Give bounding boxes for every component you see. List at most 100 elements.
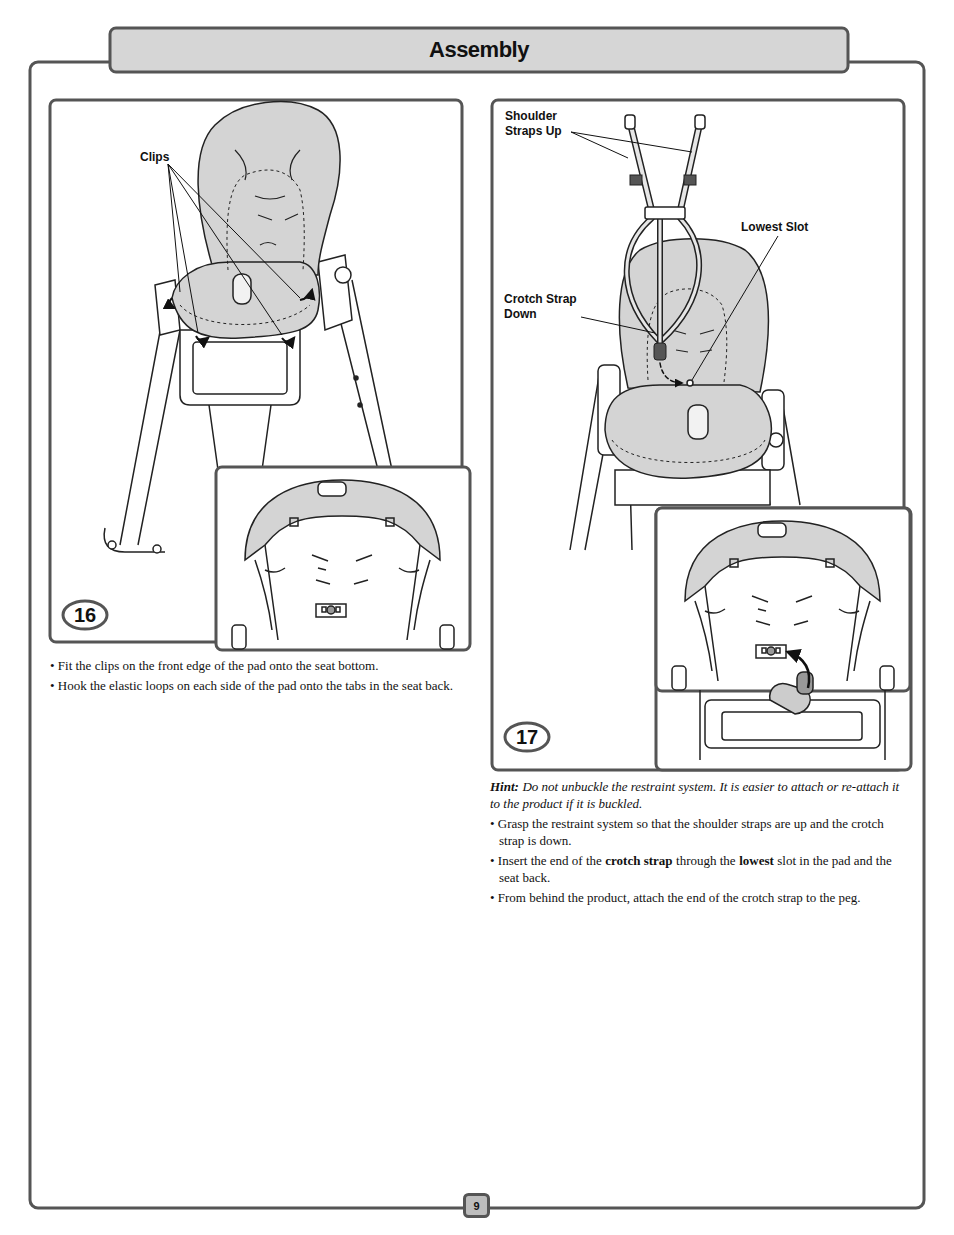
text-block: Hint:Do not unbuckle the restraint syste…: [490, 778, 908, 909]
high-chair: [193, 342, 287, 394]
step-circle: [505, 723, 549, 751]
seat-back-view: [797, 672, 813, 694]
restraint-straps: [630, 122, 700, 212]
part-label: Lowest Slot: [741, 220, 808, 234]
text-block: Lowest Slot: [741, 220, 841, 238]
high-chair: [104, 528, 165, 552]
seat-pad: [672, 330, 714, 352]
title-banner: [110, 28, 848, 72]
seat-back-view: [216, 467, 470, 650]
seat-back-view: [255, 560, 430, 630]
seat-pad: [235, 150, 300, 245]
paragraph: • Insert the end of thecrotch strap throu…: [490, 852, 908, 886]
paragraph: Crotch Strap Down: [504, 292, 580, 322]
clip-arrow: [300, 290, 312, 300]
seat-pad: [172, 262, 319, 338]
instruction-text: • Grasp the restraint system so that the…: [490, 816, 884, 848]
seat-back-view: [440, 625, 454, 649]
seat-back-view: [656, 508, 911, 770]
text-block: • Fit the clips on the front edge of the…: [50, 657, 462, 697]
restraint-straps: [630, 122, 700, 212]
instruction-text: • Insert the end of the: [490, 853, 602, 868]
seat-back-view: [216, 467, 470, 650]
restraint-straps: [625, 115, 635, 129]
page-frame: [30, 62, 924, 1208]
leader-line: [168, 164, 300, 335]
high-chair: [358, 403, 362, 407]
restraint-straps: [660, 363, 682, 383]
title-banner: [110, 28, 848, 72]
page-frame: [30, 62, 924, 1208]
page-number-box: [465, 1195, 489, 1217]
paragraph: Clips: [140, 150, 210, 165]
restraint-straps: [659, 218, 662, 345]
seat-back-view: [318, 482, 346, 496]
seat-back-view: [232, 625, 246, 649]
seat-back-view: [336, 607, 340, 612]
seat-back-view: [722, 712, 862, 740]
instruction-text: • From behind the product, attach the en…: [490, 890, 861, 905]
restraint-straps: [695, 115, 705, 129]
seat-back-view: [654, 508, 914, 770]
page-number: 9: [463, 1193, 490, 1218]
seat-back-view: [265, 545, 420, 640]
text-block: Crotch Strap Down: [504, 292, 580, 325]
hint-label: Hint:: [490, 779, 519, 794]
instruction-text: crotch strap: [605, 853, 672, 868]
seat-back-view: [700, 672, 885, 760]
leader-line: [571, 132, 778, 380]
leader-line: [571, 132, 778, 380]
part-label: Crotch Strap Down: [504, 292, 577, 321]
seat-back-view: [245, 480, 440, 560]
seat-pad: [605, 239, 771, 478]
high-chair: [354, 376, 358, 380]
paragraph: • Hook the elastic loops on each side of…: [50, 677, 462, 694]
restraint-straps: [645, 207, 685, 219]
high-chair: [318, 255, 352, 330]
restraint-straps: [630, 175, 642, 185]
high-chair: [335, 267, 351, 283]
page-number-text: 9: [473, 1200, 479, 1212]
instruction-text: • Fit the clips on the front edge of the…: [50, 658, 378, 673]
paragraph: • From behind the product, attach the en…: [490, 889, 908, 906]
clip-arrow: [196, 336, 208, 341]
restraint-straps: [657, 218, 663, 345]
high-chair: [153, 545, 161, 553]
seat-back-view: [654, 576, 914, 582]
paragraph: Lowest Slot: [741, 220, 841, 235]
step-number-text: 17: [516, 726, 538, 749]
part-label: Shoulder Straps Up: [505, 109, 562, 138]
text-block: Shoulder Straps Up: [505, 109, 571, 142]
clip-arrow: [282, 338, 294, 342]
hint-text: Do not unbuckle the restraint system. It…: [490, 779, 899, 811]
restraint-straps: [654, 343, 666, 360]
seat-back-view: [788, 652, 809, 688]
high-chair: [108, 541, 116, 549]
seat-pad: [612, 440, 765, 463]
seat-back-view: [290, 518, 298, 526]
seat-back-view: [265, 568, 419, 572]
step-number: 17: [503, 721, 551, 753]
seat-pad: [227, 170, 304, 270]
seat-back-view: [312, 555, 372, 584]
step-number-text: 16: [74, 604, 96, 627]
paragraph: Shoulder Straps Up: [505, 109, 571, 139]
seat-back-view: [232, 480, 454, 649]
seat-pad: [180, 305, 310, 325]
seat-back-view: [386, 518, 394, 526]
seat-pad: [172, 102, 340, 339]
part-label: Clips: [140, 150, 169, 164]
instruction-text: through the: [676, 853, 736, 868]
seat-pad: [605, 385, 771, 478]
text-block: Clips: [140, 150, 210, 168]
restraint-straps: [684, 175, 696, 185]
paragraph: • Fit the clips on the front edge of the…: [50, 657, 462, 674]
seat-pad: [233, 274, 251, 304]
seat-back-view: [327, 606, 335, 614]
page-title: Assembly: [110, 28, 848, 72]
seat-pad: [198, 102, 340, 275]
step-number: 16: [61, 599, 109, 631]
clip-arrow: [169, 290, 312, 342]
instruction-text: lowest: [739, 853, 774, 868]
